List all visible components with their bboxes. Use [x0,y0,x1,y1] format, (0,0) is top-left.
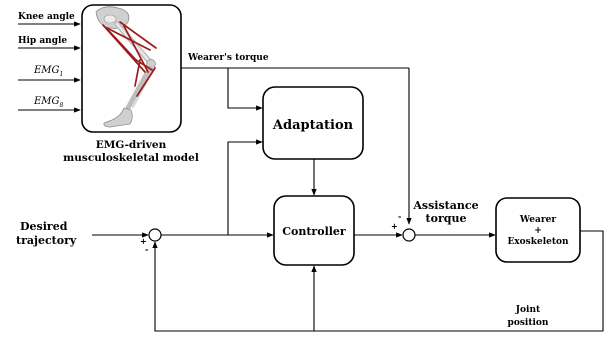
desired-trajectory-line1: Desired [20,220,68,233]
wearers-torque-label: Wearer's torque [187,53,269,63]
emg8-label: EMG8 [33,96,64,109]
wearers-torque-to-adaptation [227,68,263,111]
adaptation-block [262,86,364,160]
error-to-adaptation [227,139,263,235]
sum2-plus-sign: + [391,221,398,231]
plant-label-line2: + [534,226,542,236]
sum1-plus-sign: + [140,236,147,246]
controller-label: Controller [282,225,346,238]
hip-angle-label: Hip angle [18,36,67,46]
knee-angle-label: Knee angle [18,12,75,22]
plant-label-line3: Exoskeleton [507,237,569,247]
model-title-line1: EMG-driven [96,139,167,151]
assistance-torque-line2: torque [426,212,467,225]
controller-block [273,195,355,266]
assistance-torque-line1: Assistance [412,199,478,212]
joint-position-line1: Joint [515,305,541,315]
summing-junction-error [148,228,162,242]
summing-junction-assistance [402,228,416,242]
joint-position-feedback [152,230,604,332]
adaptation-label: Adaptation [272,118,354,133]
emg1-label: EMG1 [33,65,63,78]
wearer-exoskeleton-block [495,197,581,263]
joint-position-line2: position [508,318,549,328]
sum1-minus-sign: - [145,244,148,254]
desired-trajectory-line2: trajectory [16,234,77,247]
leg-skeleton-icon [95,6,157,128]
sum2-minus-sign: - [398,211,401,221]
model-title-line2: musculoskeletal model [63,152,199,164]
plant-label-line1: Wearer [519,215,556,225]
